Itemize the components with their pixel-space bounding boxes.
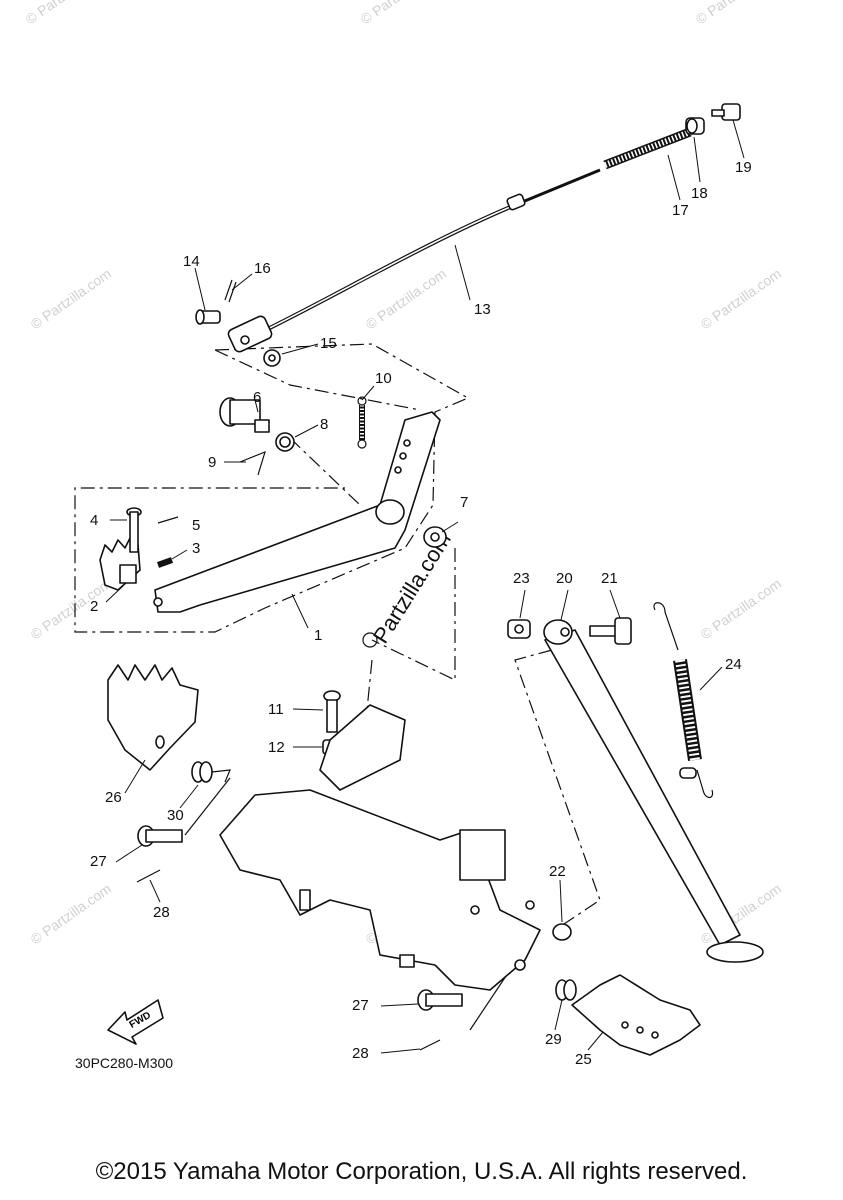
callout-6: 6 (253, 389, 261, 406)
watermark-text: © Partzilla.com (698, 575, 784, 642)
callout-16: 16 (254, 260, 271, 277)
spring-29 (555, 979, 577, 1001)
clip-9 (239, 450, 266, 476)
callout-8: 8 (320, 416, 328, 433)
callout-15: 15 (320, 335, 337, 352)
copyright-notice: ©2015 Yamaha Motor Corporation, U.S.A. A… (95, 1158, 748, 1185)
cable-group-outline (214, 349, 421, 411)
cotter-pin-28-right (419, 1039, 441, 1051)
callout-23: 23 (513, 570, 530, 587)
leader-dash (371, 548, 456, 681)
callout-30: 30 (167, 807, 184, 824)
callout-10: 10 (375, 370, 392, 387)
spring-30 (191, 761, 231, 783)
side-stand-20 (543, 619, 764, 963)
callout-14: 14 (183, 253, 200, 270)
diagram-code: 30PC280-M300 (75, 1055, 174, 1071)
callout-11: 11 (268, 701, 284, 718)
callout-21: 21 (601, 570, 618, 587)
bolt-11 (323, 690, 341, 733)
watermark-text: © Partzilla.com (698, 265, 784, 332)
brake-rod-13 (227, 168, 601, 353)
watermark-text: © Partzilla.com (363, 265, 449, 332)
callout-9: 9 (208, 454, 216, 471)
callout-5: 5 (192, 517, 200, 534)
fwd-arrow-icon: FWD (107, 999, 164, 1045)
leader-lines (105, 119, 745, 1054)
pin-27-left (137, 825, 183, 847)
watermark-text: © Partzilla.com (28, 880, 114, 947)
callout-20: 20 (556, 570, 573, 587)
callout-28-right: 28 (352, 1045, 369, 1062)
callout-28-left: 28 (153, 904, 170, 921)
watermark-text: © Partzilla.com (28, 265, 114, 332)
watermark-text: © Partzilla.com (358, 0, 444, 27)
callout-12: 12 (268, 739, 285, 756)
brake-pedal-1 (153, 411, 441, 613)
pin-27-right (417, 989, 463, 1011)
spring-24 (653, 602, 714, 799)
watermark-circle (362, 632, 378, 648)
callout-18: 18 (691, 185, 708, 202)
callout-17: 17 (672, 202, 689, 219)
leader-line (184, 777, 231, 836)
watermark-text: © Partzilla.com (693, 0, 779, 27)
shaft-6 (219, 397, 270, 433)
spring-3 (156, 557, 174, 568)
callout-2: 2 (90, 598, 98, 615)
leader-dash (289, 437, 361, 506)
watermark-text: © Partzilla.com (23, 0, 109, 27)
collar-22 (552, 923, 572, 941)
pin-4 (126, 507, 142, 553)
callout-19: 19 (735, 159, 752, 176)
cotter-pin-5 (157, 516, 179, 524)
callout-27-left: 27 (90, 853, 107, 870)
callout-26: 26 (105, 789, 122, 806)
callout-3: 3 (192, 540, 200, 557)
frame-assembly (219, 704, 541, 991)
sidestand-leader-dash (514, 649, 601, 931)
pin-19 (711, 103, 741, 121)
callout-24: 24 (725, 656, 742, 673)
footrest-left-26 (107, 664, 199, 771)
brake-pedal-group-outline (74, 343, 470, 633)
rod-spring-17 (603, 127, 692, 170)
callout-labels: 1 2 3 4 5 6 7 8 9 10 11 12 13 14 15 16 1… (90, 159, 752, 1068)
footrest-right-25 (571, 974, 701, 1056)
pin-14 (195, 309, 221, 325)
callout-1: 1 (314, 627, 322, 644)
cotter-pin-28-left (136, 869, 161, 883)
callout-29: 29 (545, 1031, 562, 1048)
bolt-21 (589, 617, 632, 645)
callout-22: 22 (549, 863, 566, 880)
adjusting-nut-18 (685, 117, 705, 135)
callout-25: 25 (575, 1051, 592, 1068)
spring-10 (357, 396, 367, 449)
callout-4: 4 (90, 512, 98, 529)
callout-27-right: 27 (352, 997, 369, 1014)
cotter-pin-16 (224, 279, 237, 303)
callout-13: 13 (474, 301, 491, 318)
callout-7: 7 (460, 494, 468, 511)
